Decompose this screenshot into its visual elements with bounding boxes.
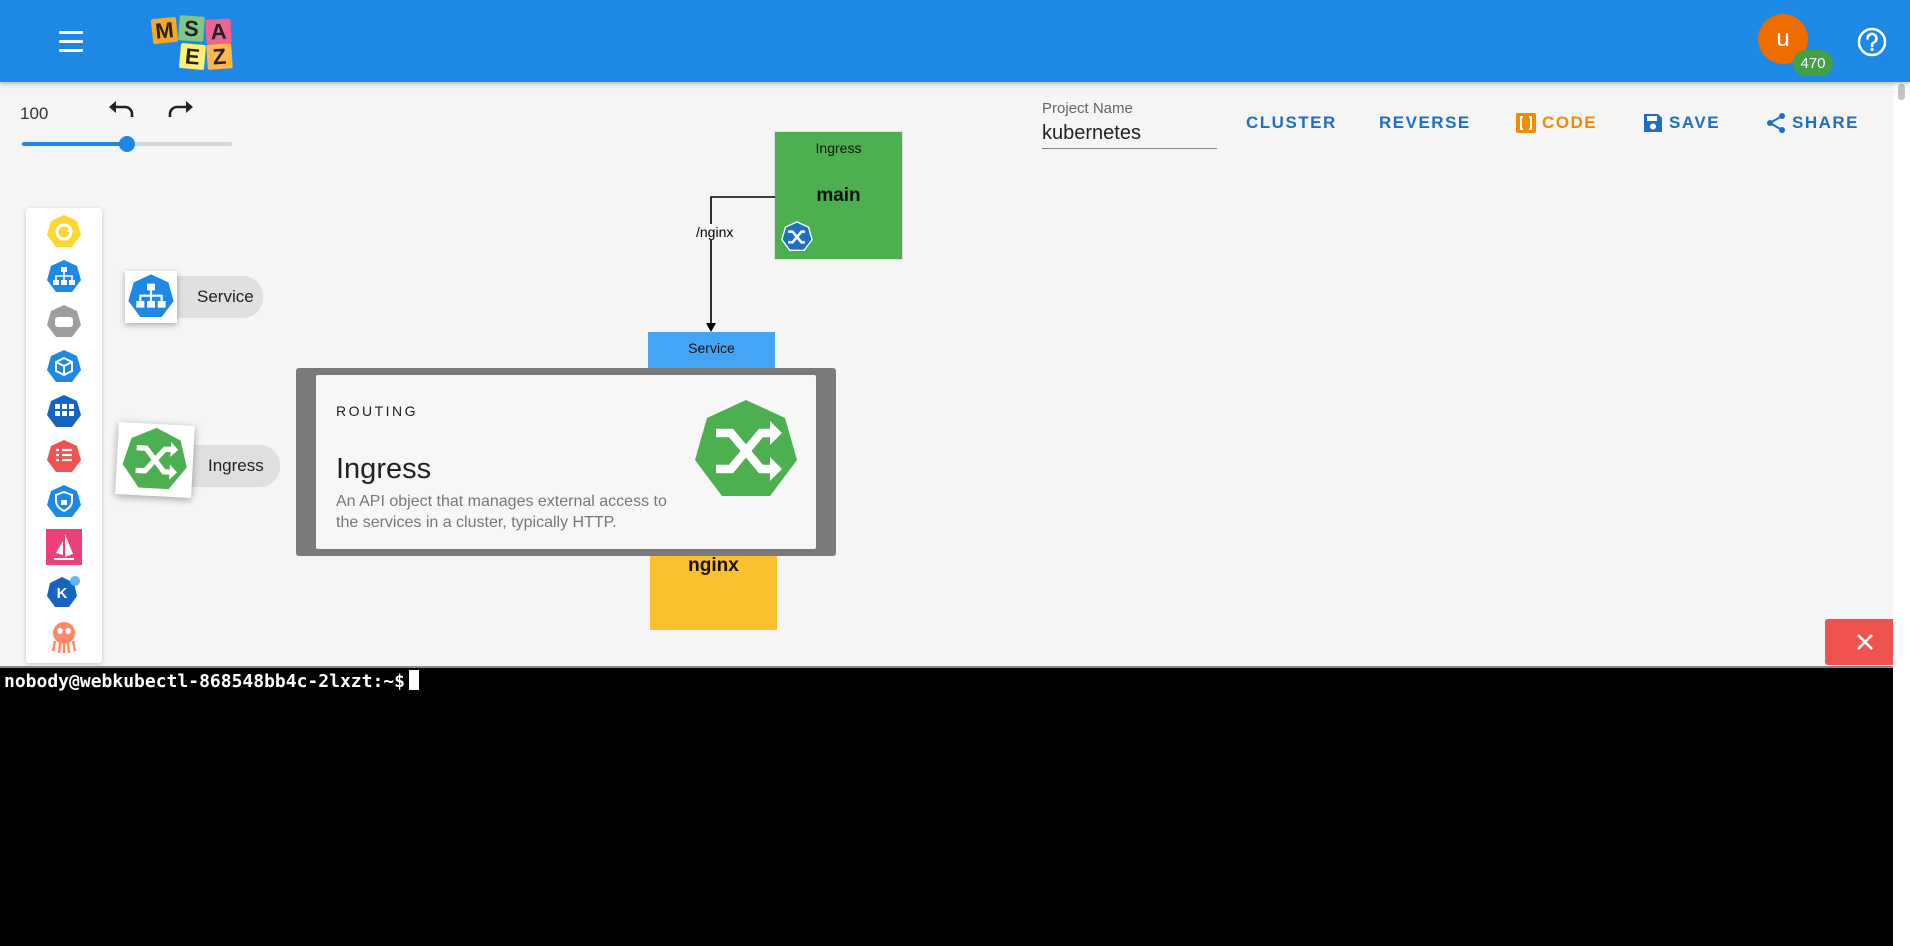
component-palette: K — [26, 208, 102, 663]
code-button-label: CODE — [1542, 113, 1598, 132]
ingress-chip-tile — [115, 422, 195, 498]
istio-icon[interactable] — [46, 529, 82, 565]
connection-edge[interactable] — [690, 190, 780, 340]
ingress-icon — [695, 400, 797, 496]
ingress-icon — [781, 221, 813, 251]
logo-letter: S — [178, 15, 205, 42]
terminal-prompt: nobody@webkubectl-868548bb4c-2lxzt:~$ — [4, 671, 405, 692]
terminal-line: nobody@webkubectl-868548bb4c-2lxzt:~$ — [4, 670, 419, 692]
node-name: main — [816, 185, 861, 206]
zoom-thumb[interactable] — [119, 136, 135, 152]
ingress-icon — [122, 427, 187, 490]
zoom-value: 100 — [20, 104, 49, 123]
cluster-button[interactable]: CLUSTER — [1246, 108, 1337, 138]
msaez-logo[interactable]: M S A E Z — [150, 14, 265, 74]
share-icon — [1767, 113, 1785, 133]
logo-letter: M — [150, 17, 179, 45]
knative-icon[interactable]: K — [46, 574, 82, 610]
undo-icon[interactable] — [105, 98, 137, 126]
service-chip-label: Service — [197, 287, 254, 306]
reverse-button-label: REVERSE — [1379, 113, 1471, 132]
terminal-cursor — [408, 670, 419, 690]
project-name-input[interactable] — [1042, 120, 1217, 149]
save-icon — [1644, 114, 1662, 132]
octopus-icon[interactable] — [46, 619, 82, 655]
avatar[interactable]: u — [1758, 14, 1808, 64]
configmap-icon[interactable] — [46, 439, 82, 475]
zoom-fill — [22, 142, 127, 146]
node-type: Service — [688, 340, 735, 356]
cluster-button-label: CLUSTER — [1246, 113, 1337, 132]
ingress-node[interactable]: Ingress main — [775, 132, 902, 259]
help-icon[interactable] — [1856, 26, 1888, 58]
node-type: Ingress — [815, 140, 862, 156]
svg-text:K: K — [57, 585, 68, 602]
share-button[interactable]: SHARE — [1764, 108, 1859, 138]
terminal[interactable]: nobody@webkubectl-868548bb4c-2lxzt:~$ — [0, 666, 1893, 946]
volume-icon[interactable] — [46, 304, 82, 340]
pod-icon[interactable] — [46, 349, 82, 385]
tooltip-description: An API object that manages external acce… — [336, 493, 667, 531]
ingress-chip-label: Ingress — [208, 456, 264, 475]
app-bar: M S A E Z u 470 — [0, 0, 1910, 82]
deployment-icon[interactable] — [46, 394, 82, 430]
close-terminal-button[interactable] — [1825, 619, 1905, 665]
tooltip-category: ROUTING — [336, 403, 419, 419]
scrollbar-track[interactable] — [1893, 82, 1910, 946]
edge-label: /nginx — [694, 224, 736, 240]
save-button[interactable]: SAVE — [1641, 108, 1720, 138]
node-name: nginx — [688, 555, 739, 576]
logo-letter: Z — [206, 43, 233, 70]
code-button[interactable]: CODE — [1514, 108, 1597, 138]
tooltip-title: Ingress — [336, 453, 432, 485]
reverse-button[interactable]: REVERSE — [1379, 108, 1471, 138]
save-button-label: SAVE — [1669, 113, 1721, 132]
redo-icon[interactable] — [165, 98, 197, 126]
logo-letter: A — [205, 18, 232, 45]
project-name-label: Project Name — [1042, 100, 1133, 117]
logo-letter: E — [178, 43, 207, 71]
argo-icon[interactable] — [46, 214, 82, 250]
share-button-label: SHARE — [1792, 113, 1860, 132]
service-icon — [128, 274, 174, 317]
menu-icon[interactable] — [55, 27, 87, 55]
secret-icon[interactable] — [46, 484, 82, 520]
service-icon[interactable] — [46, 259, 82, 295]
coin-badge: 470 — [1793, 50, 1833, 76]
scrollbar-thumb[interactable] — [1898, 84, 1905, 100]
service-chip-tile — [125, 271, 177, 323]
close-icon — [1857, 634, 1873, 650]
component-tooltip: ROUTING Ingress An API object that manag… — [316, 375, 816, 549]
zoom-slider[interactable] — [22, 136, 232, 152]
code-icon — [1516, 113, 1536, 133]
